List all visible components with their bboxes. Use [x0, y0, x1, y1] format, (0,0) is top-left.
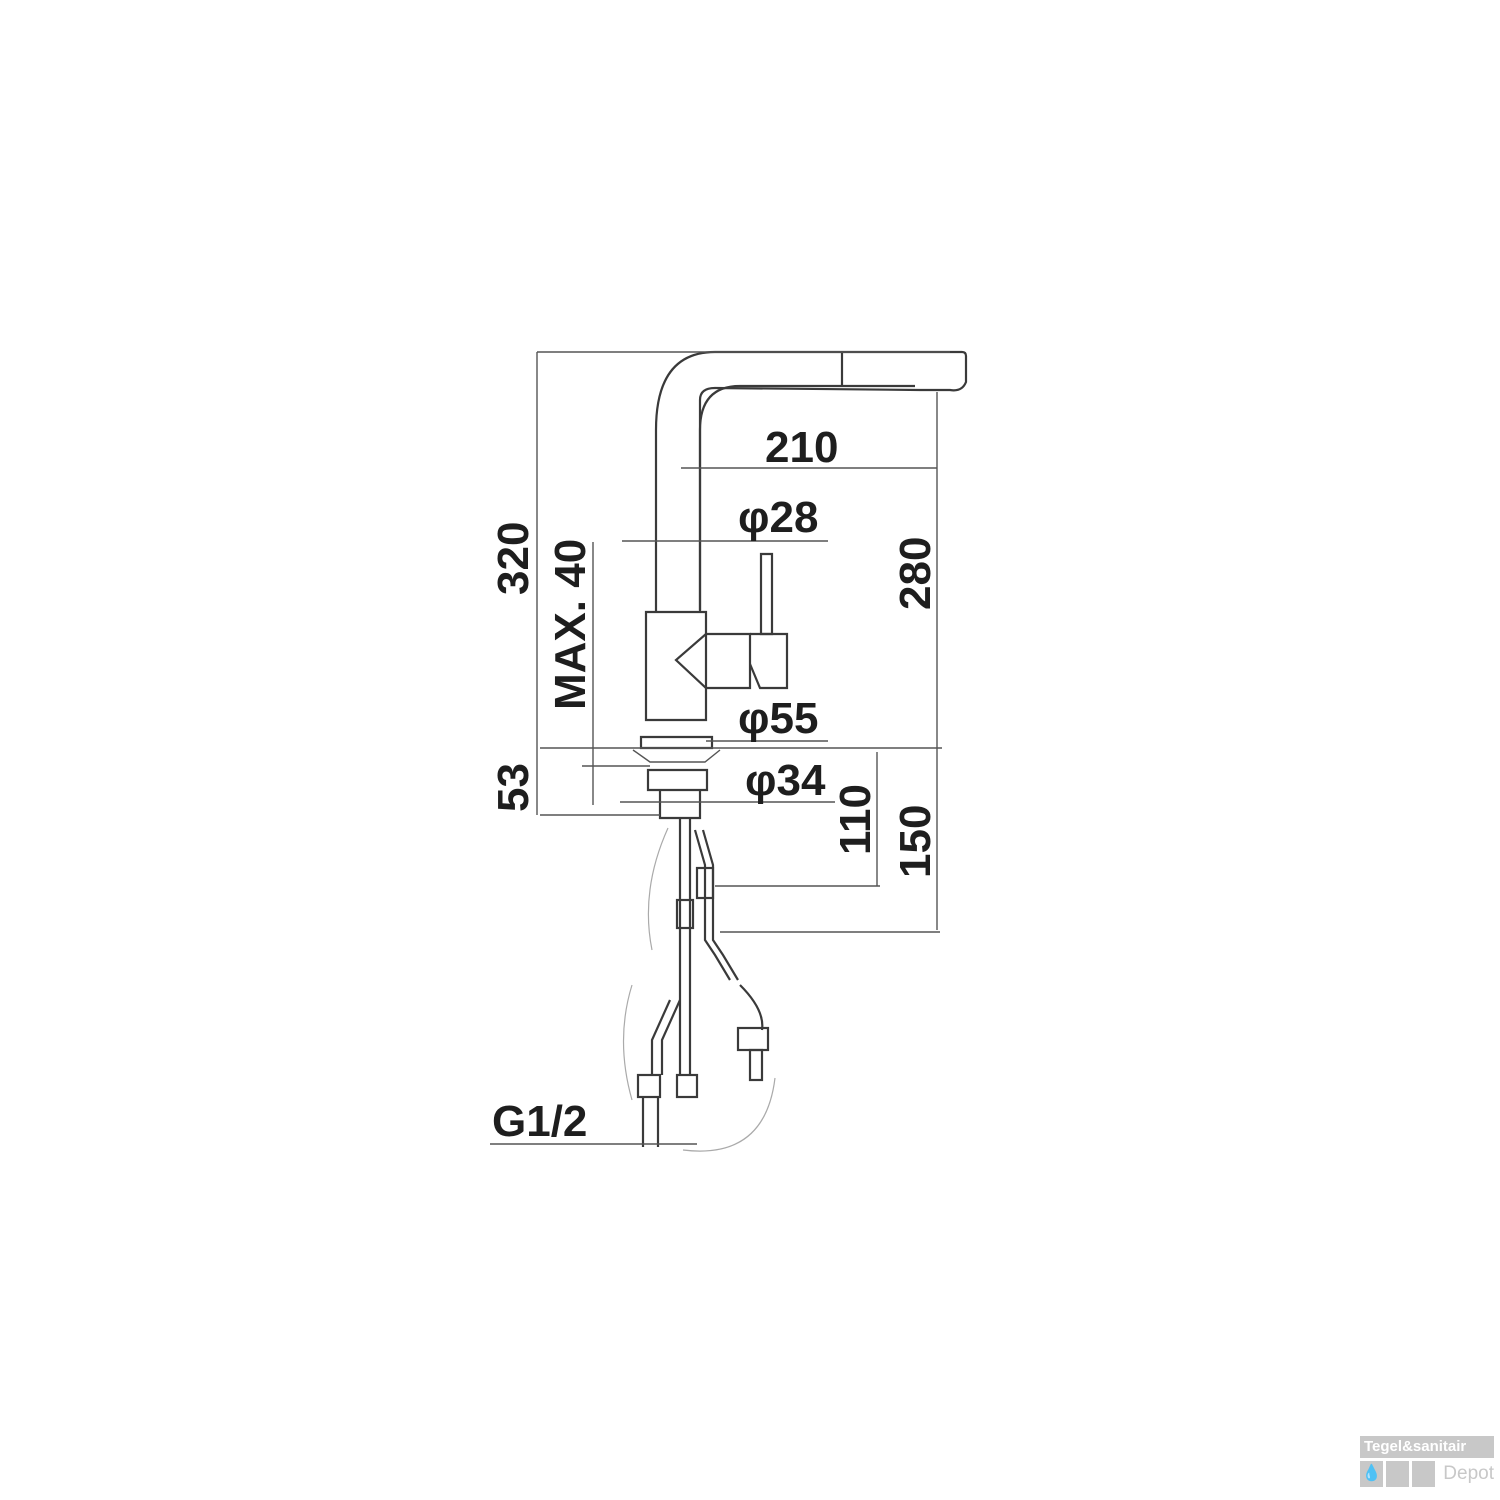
water-drop-icon: 💧 [1360, 1461, 1384, 1487]
watermark-brand-name: Tegel&sanitair [1360, 1436, 1494, 1458]
dim-shank-diameter: φ34 [745, 756, 826, 805]
dim-spout-reach: 210 [765, 423, 838, 472]
dim-below-deck: 53 [489, 763, 538, 812]
dimension-lines [490, 351, 950, 1145]
watermark-depot: Depot [1443, 1463, 1494, 1484]
faucet-outline [622, 350, 968, 1152]
dim-overall-height: 320 [489, 522, 538, 595]
dimension-labels: 210 φ28 φ55 φ34 320 MAX. 40 280 53 110 1… [489, 423, 940, 1146]
dim-spout-diameter: φ28 [738, 493, 818, 542]
dim-body-diameter: φ55 [738, 694, 818, 743]
dim-thread: G1/2 [492, 1097, 587, 1146]
dim-spout-height: 280 [891, 537, 940, 610]
tile-square-icon [1386, 1461, 1410, 1487]
dim-hose-110: 110 [831, 784, 880, 855]
tile-square-icon [1412, 1461, 1436, 1487]
dim-max-deck: MAX. 40 [546, 539, 595, 710]
dim-hose-150: 150 [891, 805, 940, 878]
brand-watermark: Tegel&sanitair 💧 Depot [1360, 1436, 1494, 1492]
